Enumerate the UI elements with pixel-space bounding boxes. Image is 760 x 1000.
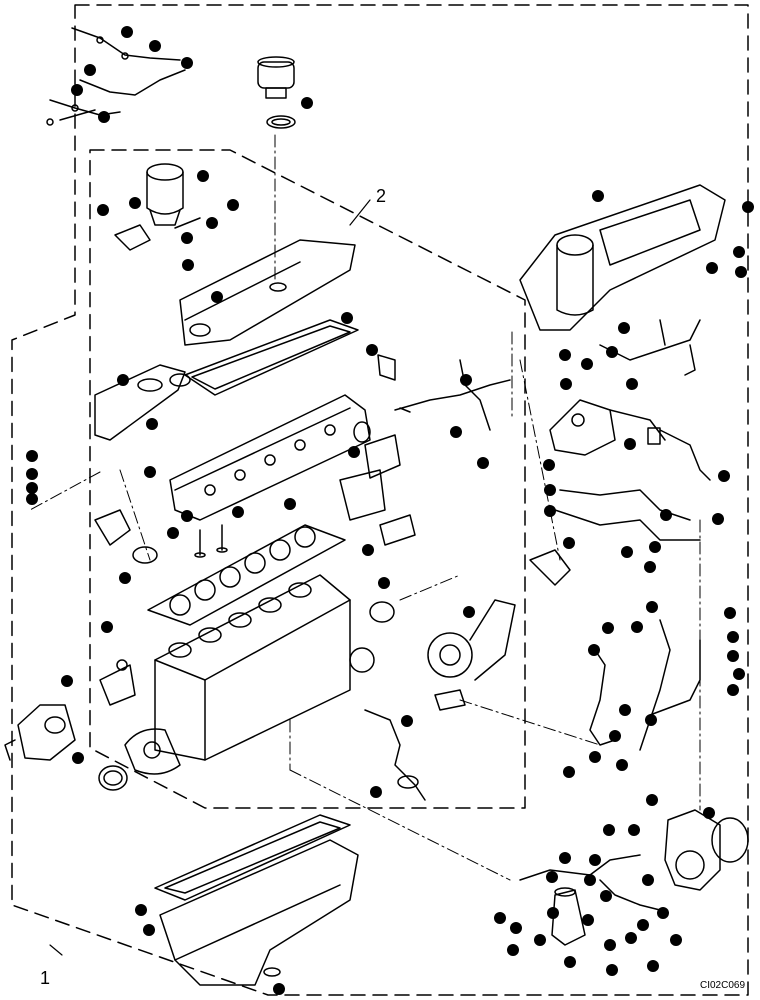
- oil-pan-gasket: [154, 814, 351, 901]
- secondary-filter: [519, 854, 661, 946]
- callout-assembly-1: 1: [40, 968, 50, 988]
- valves: [194, 524, 228, 558]
- breather-cap: [257, 56, 296, 129]
- oil-pan: [159, 839, 359, 986]
- outer-kit-boundary: [11, 4, 749, 996]
- rocker-gasket: [184, 319, 359, 396]
- head-gasket: [147, 524, 346, 626]
- injector-harness: [46, 27, 186, 126]
- drawing-code: CI02C069: [700, 980, 745, 991]
- cylinder-head: [169, 394, 371, 521]
- turbocharger: [427, 599, 516, 711]
- water-separator: [664, 809, 749, 891]
- water-pump-left: [4, 704, 76, 761]
- callout-balloons: [26, 26, 754, 995]
- thermostat-housing: [94, 509, 158, 706]
- rocker-cover: [179, 239, 356, 346]
- oil-pipe: [364, 709, 426, 801]
- fuel-filter: [114, 163, 201, 251]
- leader-lines: [29, 134, 701, 881]
- inner-kit-boundary: [89, 149, 526, 809]
- injector-lines: [589, 619, 701, 751]
- rear-seal: [98, 765, 128, 791]
- callout-assembly-2: 2: [376, 186, 386, 206]
- fuel-injection-pump: [549, 399, 711, 481]
- timing-cover: [124, 728, 181, 775]
- wiring-harness-right: [599, 319, 701, 376]
- manifold-pieces: [339, 354, 416, 623]
- valve-cover-left: [94, 364, 191, 441]
- wiring-harness-mid: [394, 359, 511, 431]
- engine-block: [154, 574, 375, 761]
- intake-manifold: [519, 184, 726, 331]
